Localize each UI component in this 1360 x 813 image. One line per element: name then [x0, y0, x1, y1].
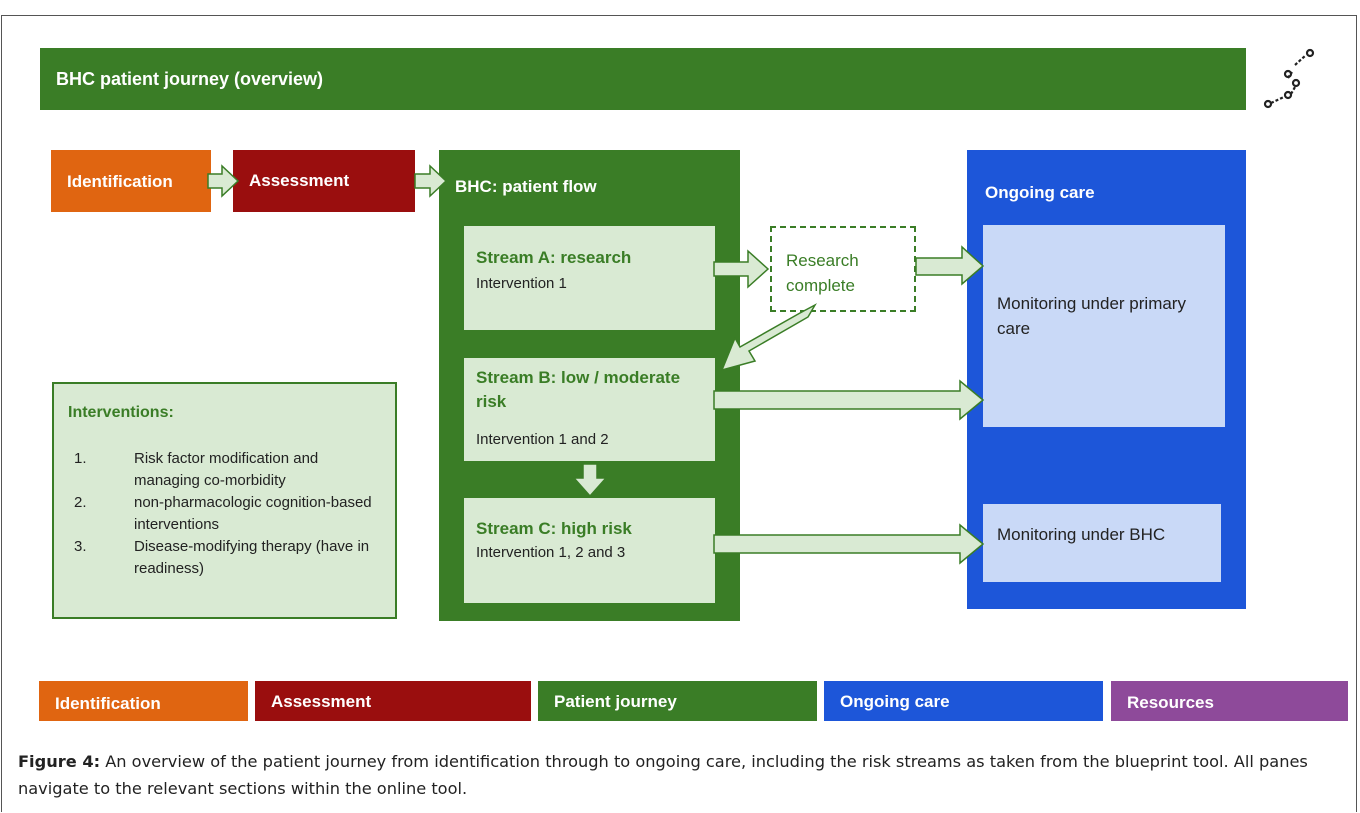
stream-b-title: Stream B: low / moderate risk [476, 368, 681, 411]
assessment-label: Assessment [249, 171, 350, 190]
nav-identification-label: Identification [55, 694, 161, 713]
monitoring-primary-care-label: Monitoring under primary care [997, 294, 1186, 338]
monitoring-bhc-label: Monitoring under BHC [997, 525, 1166, 544]
intervention-label: non-pharmacologic cognition-based interv… [134, 494, 372, 533]
nav-assessment-label: Assessment [271, 692, 372, 711]
monitoring-bhc-box[interactable]: Monitoring under BHC [983, 504, 1221, 582]
intervention-number: 2. [74, 494, 87, 511]
stream-c-title: Stream C: high risk [476, 519, 632, 538]
nav-assessment-tab[interactable]: Assessment [255, 681, 531, 721]
intervention-item: 3. Disease-modifying therapy (have in re… [74, 536, 384, 580]
arrow-research-to-care [915, 245, 985, 286]
figure-caption: Figure 4: An overview of the patient jou… [18, 748, 1348, 802]
identification-label: Identification [67, 172, 173, 191]
arrow-identification-to-assessment [207, 164, 240, 198]
arrow-stream-b-to-c [572, 463, 608, 498]
arrow-stream-c-to-care [713, 523, 985, 565]
stream-a-title: Stream A: research [476, 248, 632, 267]
patient-flow-title: BHC: patient flow [455, 177, 597, 196]
arrow-stream-b-to-care [713, 379, 985, 421]
assessment-box[interactable]: Assessment [233, 150, 415, 212]
intervention-item: 2. non-pharmacologic cognition-based int… [74, 492, 384, 536]
identification-box[interactable]: Identification [51, 150, 211, 212]
stream-b-intervention: Intervention 1 and 2 [476, 431, 609, 448]
stream-a-intervention: Intervention 1 [476, 275, 567, 292]
interventions-list: 1. Risk factor modification and managing… [74, 448, 384, 580]
nav-patient-journey-label: Patient journey [554, 692, 677, 711]
research-complete-box[interactable]: Research complete [770, 226, 916, 312]
nav-patient-journey-tab[interactable]: Patient journey [538, 681, 817, 721]
intervention-number: 1. [74, 450, 87, 467]
intervention-item: 1. Risk factor modification and managing… [74, 448, 384, 492]
research-complete-label: Research complete [786, 251, 859, 295]
nav-ongoing-care-label: Ongoing care [840, 692, 950, 711]
nav-resources-tab[interactable]: Resources [1111, 681, 1348, 721]
stream-a-box[interactable]: Stream A: research Intervention 1 [464, 226, 715, 330]
arrow-research-to-stream-b [720, 303, 817, 372]
nav-ongoing-care-tab[interactable]: Ongoing care [824, 681, 1103, 721]
journey-title-bar[interactable]: BHC patient journey (overview) [40, 48, 1246, 110]
nav-resources-label: Resources [1127, 693, 1214, 712]
stream-b-box[interactable]: Stream B: low / moderate risk Interventi… [464, 358, 715, 461]
intervention-label: Risk factor modification and managing co… [134, 450, 319, 489]
nav-identification-tab[interactable]: Identification [39, 681, 248, 721]
journey-title: BHC patient journey (overview) [56, 69, 324, 89]
figure-frame [1, 15, 1357, 812]
caption-label: Figure 4: [18, 752, 101, 771]
arrow-assessment-to-flow [414, 164, 448, 198]
stream-c-box[interactable]: Stream C: high risk Intervention 1, 2 an… [464, 498, 715, 603]
caption-text: An overview of the patient journey from … [18, 752, 1308, 798]
intervention-label: Disease-modifying therapy (have in readi… [134, 538, 370, 577]
ongoing-care-title: Ongoing care [985, 183, 1095, 202]
interventions-title: Interventions: [68, 404, 174, 421]
stream-c-intervention: Intervention 1, 2 and 3 [476, 544, 626, 561]
arrow-stream-a-to-research [713, 249, 770, 289]
interventions-box[interactable]: Interventions: 1. Risk factor modificati… [52, 382, 397, 619]
intervention-number: 3. [74, 538, 87, 555]
monitoring-primary-care-box[interactable]: Monitoring under primary care [983, 225, 1225, 427]
share-icon[interactable] [1258, 48, 1320, 110]
